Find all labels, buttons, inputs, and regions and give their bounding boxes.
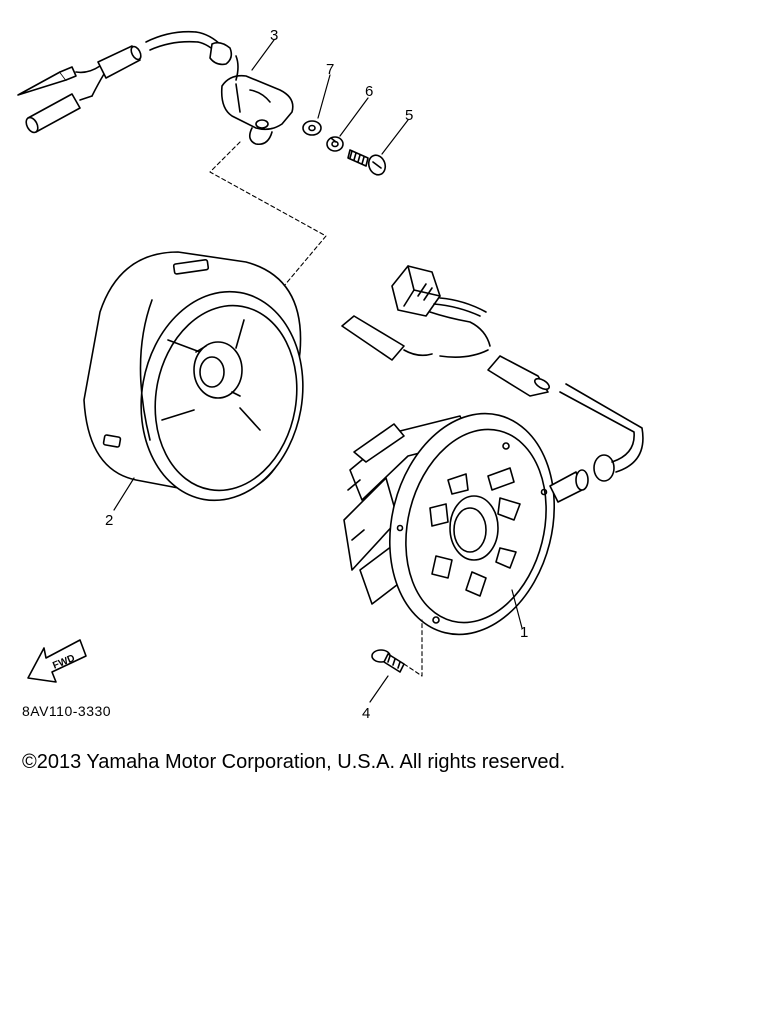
callout-2: 2 (105, 512, 113, 529)
callout-7: 7 (326, 61, 334, 78)
screw-part-5 (347, 149, 387, 176)
callout-6: 6 (365, 83, 373, 100)
callout-4: 4 (362, 705, 370, 722)
fwd-arrow-icon (27, 639, 87, 683)
lock-washer-part-6 (326, 136, 344, 152)
screw-part-4 (371, 649, 405, 673)
copyright-notice: ©2013 Yamaha Motor Corporation, U.S.A. A… (22, 751, 566, 773)
callout-3: 3 (270, 27, 278, 44)
washer-part-7 (302, 120, 322, 136)
callout-5: 5 (405, 107, 413, 124)
stator-part-1 (341, 265, 644, 636)
diagram-code: 8AV110-3330 (22, 703, 112, 719)
pickup-coil-part-3 (17, 30, 294, 146)
flywheel-rotor-part-2 (83, 251, 304, 502)
callout-1: 1 (520, 624, 528, 641)
parts-diagram: 3 7 6 5 2 1 4 FWD (17, 27, 644, 722)
